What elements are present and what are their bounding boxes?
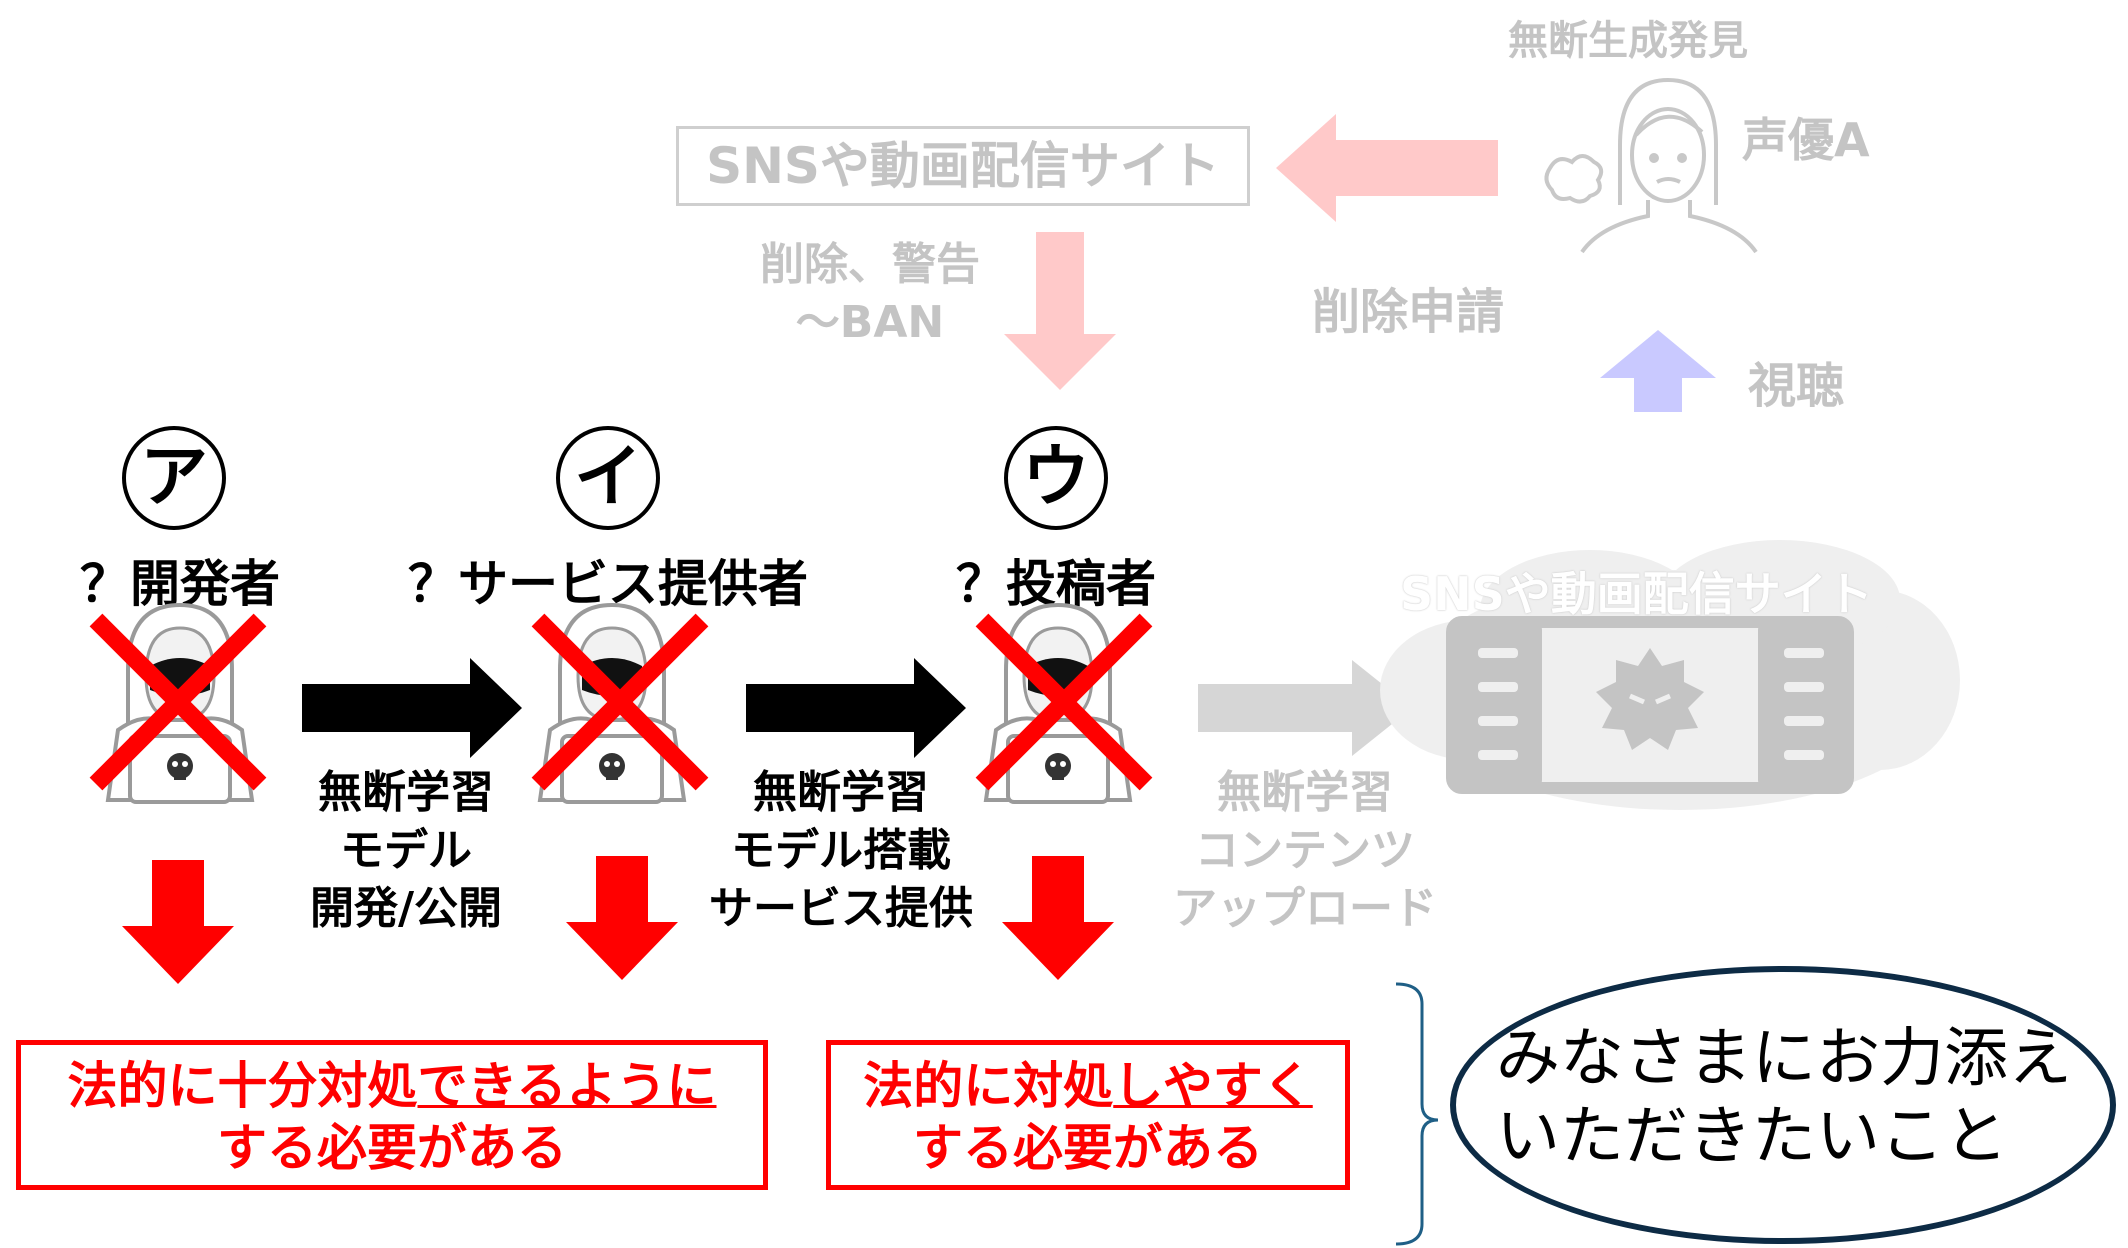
actor-u-role: ？投稿者	[956, 555, 1156, 613]
provider-hacker-icon	[538, 603, 686, 804]
moderation-line-2: 〜BAN	[795, 297, 945, 348]
developer-cross-icon	[96, 620, 260, 784]
request-ellipse: みなさまにお力添え いただきたいこと	[1450, 966, 2116, 1244]
moderation-line-1: 削除、警告	[760, 239, 980, 290]
red-down-arrow-u	[1002, 856, 1114, 980]
actor-a-circle: ア	[122, 426, 226, 530]
flow-label-develop-line: 無断学習	[318, 767, 494, 818]
flow-label-develop: 無断学習 モデル 開発/公開	[286, 764, 526, 938]
voice-actor-label: 声優A	[1742, 113, 1870, 167]
discovery-label: 無断生成発見	[1508, 18, 1748, 64]
flow-label-upload-line: 無断学習	[1217, 767, 1393, 818]
upload-arrow	[1198, 660, 1412, 756]
need-2-line2: する必要がある	[913, 1119, 1263, 1177]
need-box-legal-measures: 法的に十分対処できるように する必要がある	[16, 1040, 768, 1190]
flow-label-service-line: 無断学習	[753, 767, 929, 818]
developer-hacker-icon	[106, 603, 254, 804]
request-line-1: みなさまにお力添え	[1496, 1022, 2072, 1096]
need-1-plain: 法的に十分対処	[67, 1057, 418, 1115]
actor-a-role: ？開発者	[80, 555, 280, 613]
actor-u-circle: ウ	[1004, 426, 1108, 530]
virus-icon	[1596, 648, 1704, 750]
flow-label-service-line: モデル搭載	[731, 825, 951, 876]
need-2-plain: 法的に対処	[863, 1057, 1114, 1115]
poster-hacker-icon	[984, 603, 1132, 804]
flow-label-develop-line: モデル	[340, 825, 472, 876]
moderation-label: 削除、警告 〜BAN	[740, 236, 1000, 352]
flow-label-upload: 無断学習 コンテンツ アップロード	[1150, 764, 1460, 938]
takedown-request-label: 削除申請	[1312, 284, 1505, 340]
moderation-arrow	[1004, 232, 1116, 390]
takedown-request-arrow	[1276, 114, 1498, 222]
flow-label-develop-line: 開発/公開	[309, 883, 503, 934]
flow-arrow-i-to-u	[746, 658, 966, 758]
flow-label-upload-line: コンテンツ	[1195, 825, 1415, 876]
platform-cloud-label: SNSや動画配信サイト	[1400, 567, 1873, 621]
flow-label-service: 無断学習 モデル搭載 サービス提供	[686, 764, 996, 938]
actor-i-circle: イ	[556, 426, 660, 530]
platform-screen-icon	[1446, 616, 1854, 794]
viewing-arrow	[1600, 330, 1716, 412]
red-down-arrow-a	[122, 860, 234, 984]
need-2-underlined: しやすく	[1113, 1057, 1313, 1115]
need-1-underlined: できるように	[417, 1057, 717, 1115]
viewing-label: 視聴	[1748, 358, 1845, 414]
flow-label-service-line: サービス提供	[709, 883, 973, 934]
flow-arrow-a-to-i	[302, 658, 522, 758]
need-1-line2: する必要がある	[217, 1119, 567, 1177]
actor-i-role: ？サービス提供者	[408, 555, 808, 613]
provider-cross-icon	[538, 620, 702, 784]
red-down-arrow-i	[566, 856, 678, 980]
actor-i-circle-label: イ	[573, 438, 642, 517]
sns-box: SNSや動画配信サイト	[676, 126, 1250, 206]
actor-a-circle-label: ア	[139, 438, 208, 517]
request-line-2: いただきたいこと	[1496, 1100, 2008, 1174]
sns-box-label: SNSや動画配信サイト	[706, 137, 1220, 195]
poster-cross-icon	[982, 620, 1146, 784]
flow-label-upload-line: アップロード	[1173, 883, 1437, 934]
actor-u-circle-label: ウ	[1021, 438, 1090, 517]
need-box-easier-handling: 法的に対処しやすく する必要がある	[826, 1040, 1350, 1190]
